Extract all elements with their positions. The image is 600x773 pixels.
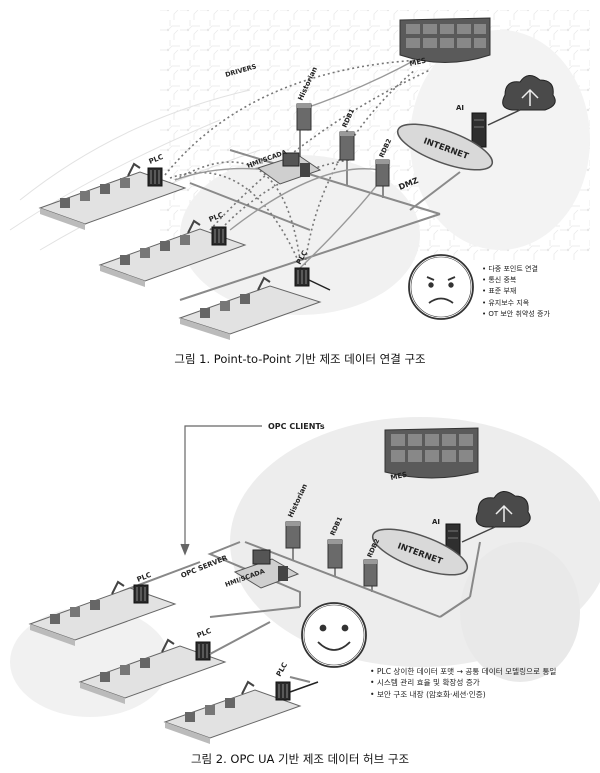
ai-server (471, 112, 487, 148)
rdb2-server (363, 559, 378, 587)
plc-2 (211, 226, 227, 246)
opc-clients-arrow (180, 425, 262, 556)
happy-face-icon (301, 602, 367, 668)
bullet-item: 다중 포인트 연결 (482, 264, 550, 275)
bullet-item: 통신 중복 (482, 275, 550, 286)
rdb1-server (327, 539, 343, 569)
cloud-icon (502, 75, 556, 111)
mes-screens (384, 427, 479, 479)
figure-2-benefit-list: PLC 상이한 데이터 포맷 → 공통 데이터 모델링으로 통일 시스템 관리 … (370, 666, 557, 700)
plc-1 (147, 167, 163, 187)
mes-label: MES (390, 471, 408, 482)
plc-3 (294, 267, 310, 287)
plc-1 (133, 584, 149, 604)
plc-3-label: PLC (275, 661, 289, 678)
cloud-icon (475, 491, 531, 528)
mes-screens (399, 17, 491, 63)
bullet-item: 유지보수 지옥 (482, 298, 550, 309)
rdb2-server (375, 159, 390, 187)
hmi-scada-station (256, 152, 322, 185)
bullet-item: 보안 구조 내장 (암호화·세션·인증) (370, 689, 556, 700)
figure-2-opc-ua-diagram: OPC CLIENTs MES AI (10, 417, 600, 744)
production-line-3 (178, 276, 322, 340)
internet-ellipse (371, 528, 469, 576)
rdb1-server (339, 131, 355, 161)
bullet-item: 시스템 관리 효율 및 확장성 증가 (370, 677, 556, 688)
production-line-3 (163, 680, 302, 744)
sad-face-icon (408, 254, 474, 320)
bullet-item: PLC 상이한 데이터 포맷 → 공통 데이터 모델링으로 통일 (370, 666, 557, 677)
point-to-point-links (164, 59, 431, 266)
hmi-scada-station (233, 549, 300, 589)
opc-clients-label: OPC CLIENTs (268, 422, 325, 431)
historian-server (296, 103, 312, 131)
plc-3 (275, 681, 291, 701)
production-line-2 (98, 219, 247, 287)
figure-1-problem-list: 다중 포인트 연결 통신 중복 표준 부재 유지보수 지옥 OT 보안 취약성 … (482, 264, 550, 320)
bullet-item: 표준 부재 (482, 286, 550, 297)
production-line-2 (78, 638, 227, 704)
mes-label: MES (409, 57, 427, 68)
ai-label: AI (456, 104, 464, 112)
figure-1-point-to-point-diagram: MES DRIVERS AI INTERNET Historian RDB1 R… (9, 10, 590, 340)
plc-2-label: PLC (196, 627, 213, 640)
historian-server (285, 521, 301, 549)
figure-2-caption: 그림 2. OPC UA 기반 제조 데이터 허브 구조 (190, 752, 410, 766)
plc-2 (195, 641, 211, 661)
ai-label: AI (432, 518, 440, 526)
internet-ellipse (396, 123, 494, 171)
figure-1-caption: 그림 1. Point-to-Point 기반 제조 데이터 연결 구조 (174, 352, 426, 366)
bullet-item: OT 보안 취약성 증가 (482, 309, 550, 320)
